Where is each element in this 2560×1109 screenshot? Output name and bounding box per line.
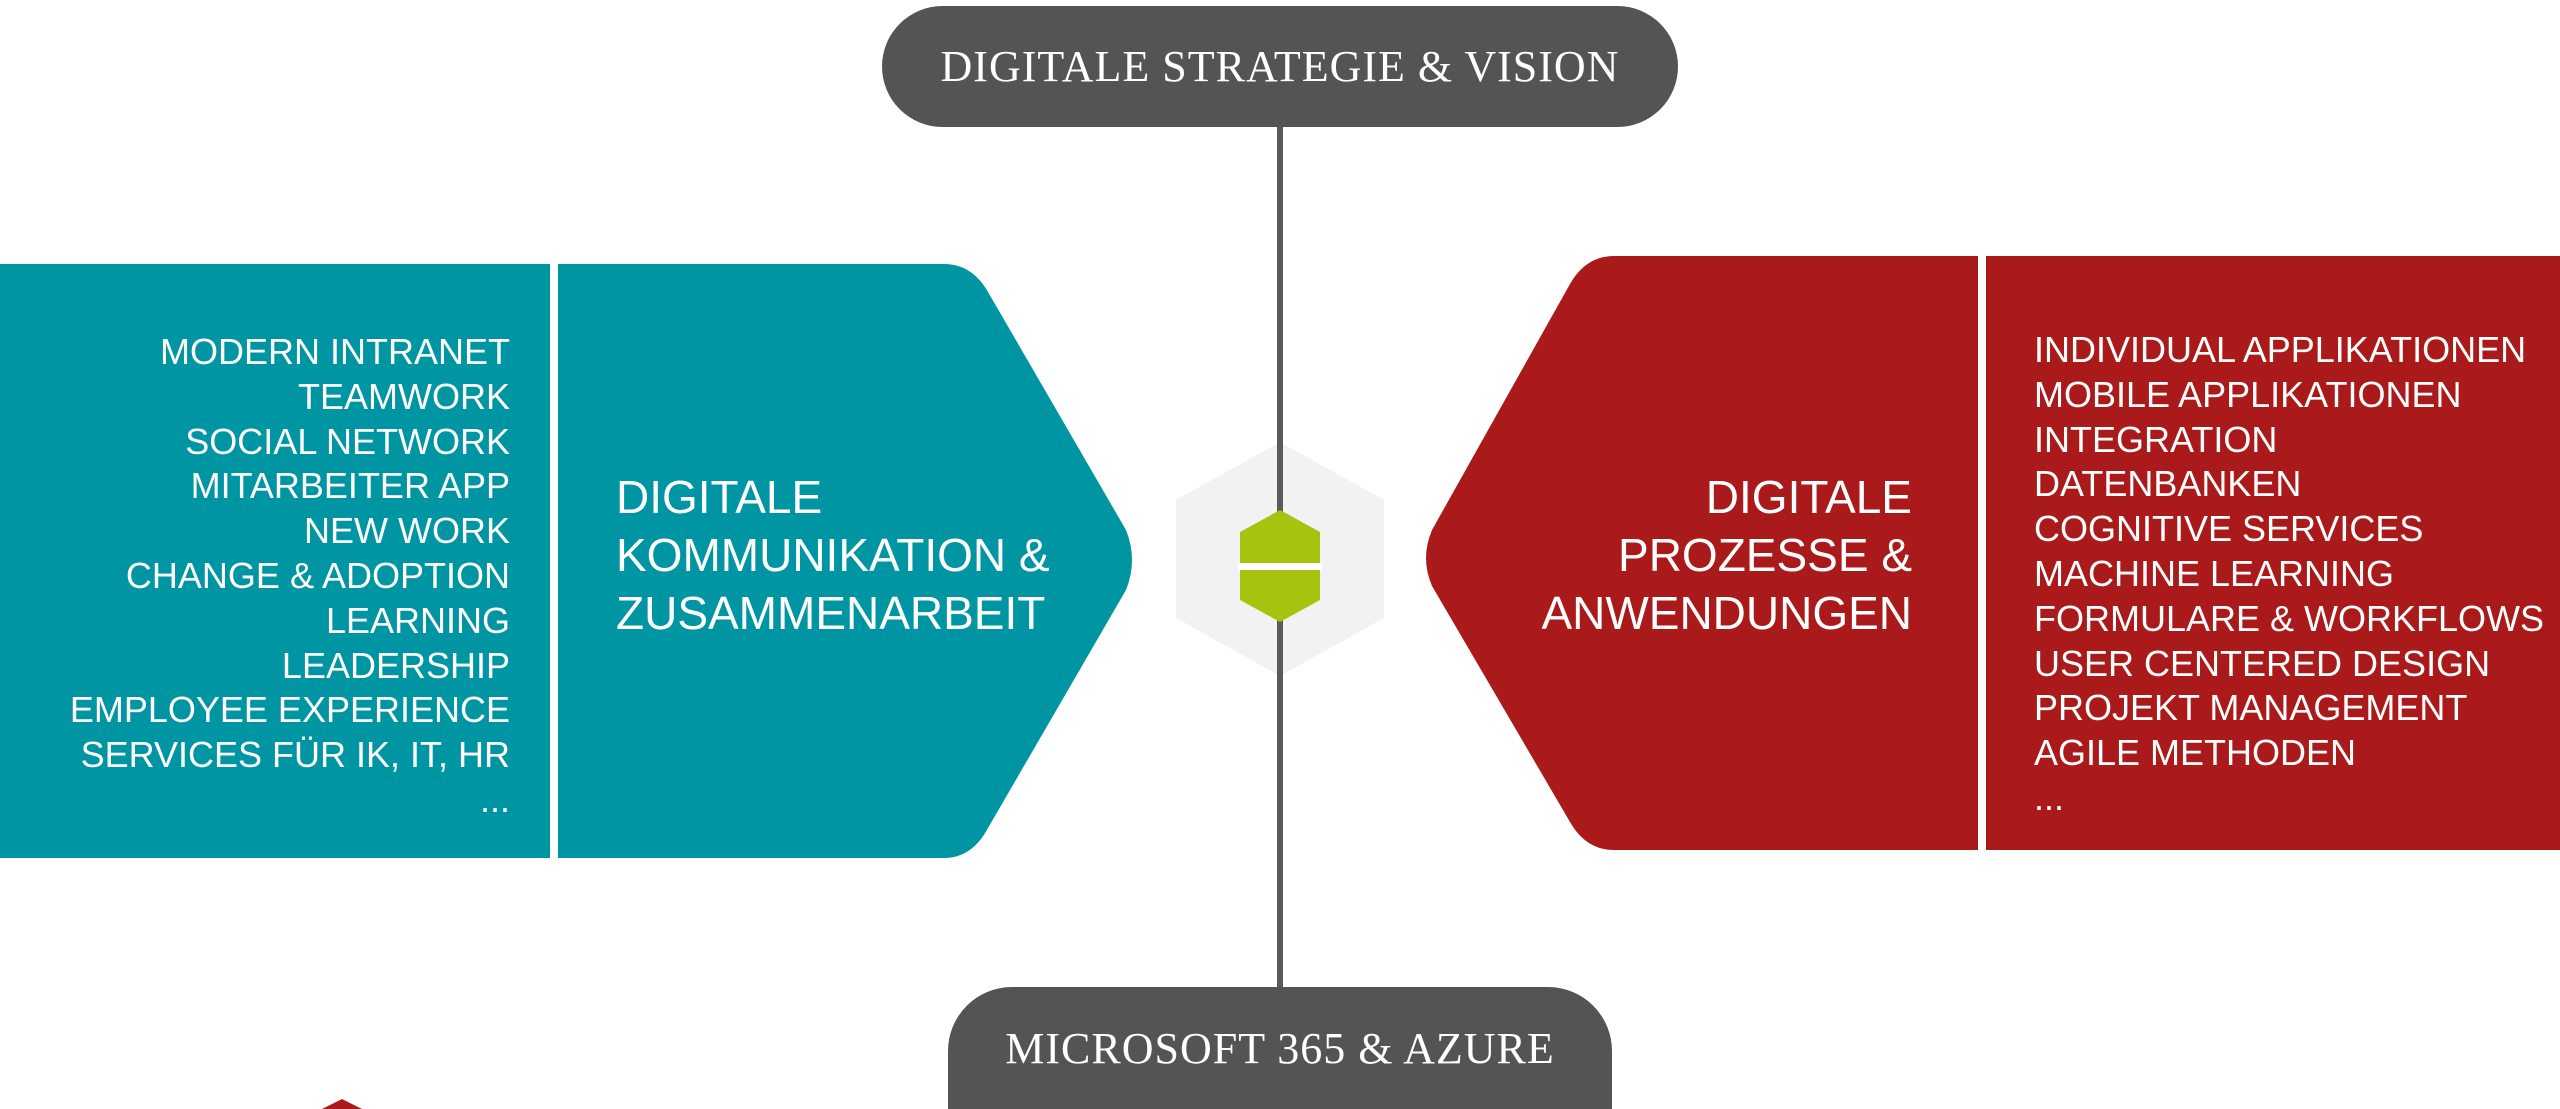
right-item-list: INDIVIDUAL APPLIKATIONEN MOBILE APPLIKAT… xyxy=(2034,328,2544,821)
left-list-item: MODERN INTRANET xyxy=(160,331,510,372)
left-list-item: NEW WORK xyxy=(304,510,510,552)
right-list-item: MOBILE APPLIKATIONEN xyxy=(2034,373,2462,415)
left-list-item: LEADERSHIP xyxy=(281,644,510,686)
left-list-item: SERVICES FÜR IK, IT, HR xyxy=(80,734,510,776)
right-divider xyxy=(1978,256,1986,850)
left-list-item: ... xyxy=(479,778,510,820)
left-arrow-block xyxy=(0,264,1132,858)
right-title-line: ANWENDUNGEN xyxy=(1541,587,1912,639)
top-pill: DIGITALE STRATEGIE & VISION xyxy=(882,6,1678,127)
left-title-line: ZUSAMMENARBEIT xyxy=(616,587,1046,639)
bottom-pill-label: MICROSOFT 365 & AZURE xyxy=(1005,1023,1555,1073)
left-item-list: MODERN INTRANET TEAMWORK SOCIAL NETWORK … xyxy=(70,330,510,823)
left-title-line: DIGITALE xyxy=(616,471,823,523)
right-list-item: ... xyxy=(2034,776,2065,818)
left-list-item: EMPLOYEE EXPERIENCE xyxy=(69,689,510,731)
right-list-item: INDIVIDUAL APPLIKATIONEN xyxy=(2034,329,2527,370)
right-list-item: FORMULARE & WORKFLOWS xyxy=(2034,597,2545,639)
right-title-line: DIGITALE xyxy=(1705,471,1912,523)
bottom-pill: MICROSOFT 365 & AZURE xyxy=(948,987,1612,1109)
left-divider xyxy=(550,264,558,858)
left-list-item: TEAMWORK xyxy=(298,375,510,417)
right-list-item: PROJEKT MANAGEMENT xyxy=(2034,687,2468,729)
right-list-item: USER CENTERED DESIGN xyxy=(2034,642,2491,684)
triangle-icon xyxy=(322,1099,362,1109)
left-title-line: KOMMUNIKATION & xyxy=(616,529,1050,581)
right-list-item: INTEGRATION xyxy=(2034,418,2278,460)
left-list-item: CHANGE & ADOPTION xyxy=(125,554,510,596)
right-block-title: DIGITALE PROZESSE & ANWENDUNGEN xyxy=(1541,468,1912,642)
hexagon-icon xyxy=(1176,440,1384,678)
right-list-item: COGNITIVE SERVICES xyxy=(2034,508,2424,550)
top-pill-label: DIGITALE STRATEGIE & VISION xyxy=(940,42,1620,91)
left-list-item: LEARNING xyxy=(325,599,510,641)
right-title-line: PROZESSE & xyxy=(1618,529,1912,581)
right-list-item: DATENBANKEN xyxy=(2034,463,2302,505)
left-list-item: SOCIAL NETWORK xyxy=(185,420,510,462)
right-list-item: MACHINE LEARNING xyxy=(2034,552,2395,594)
left-list-item: MITARBEITER APP xyxy=(190,465,510,507)
right-list-item: AGILE METHODEN xyxy=(2034,732,2357,774)
right-arrow-block xyxy=(1426,256,2560,850)
left-block-title: DIGITALE KOMMUNIKATION & ZUSAMMENARBEIT xyxy=(616,468,1050,642)
